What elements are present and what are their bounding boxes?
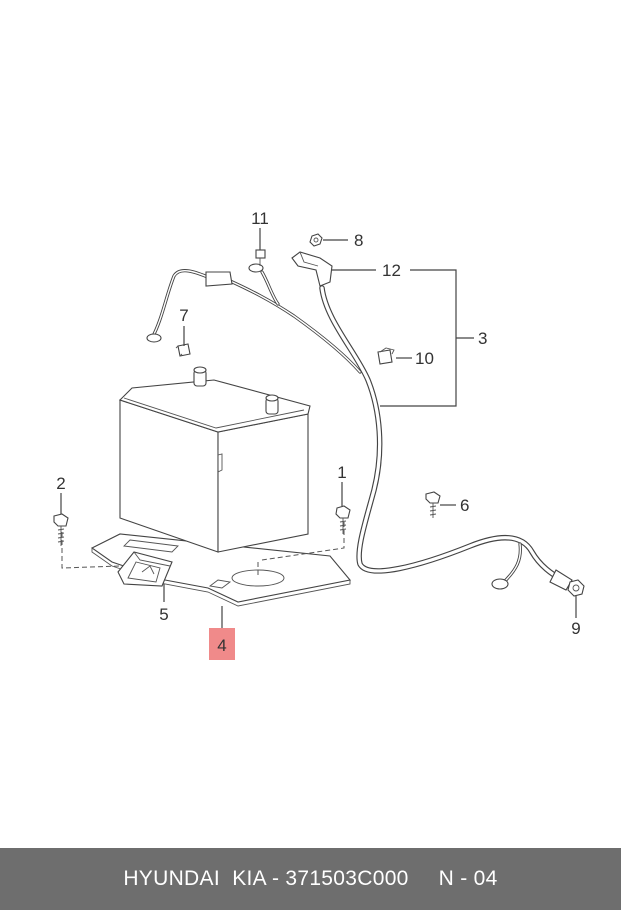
bolt-2-path <box>61 532 121 569</box>
bolt-2 <box>53 513 69 546</box>
nut-9 <box>567 579 585 597</box>
nut-8 <box>309 233 323 247</box>
battery-parts-diagram: 11 8 12 3 10 7 1 2 6 5 4 9 <box>53 209 585 660</box>
negative-cable-harness <box>146 263 362 374</box>
callout-4-highlight <box>209 628 235 660</box>
callout-8[interactable]: 8 <box>354 231 363 250</box>
bolt-7 <box>175 343 191 357</box>
positive-cable <box>319 285 573 591</box>
bolt-1 <box>335 505 351 534</box>
callout-7[interactable]: 7 <box>179 306 188 325</box>
bolt-1-path <box>261 522 345 561</box>
callout-10[interactable]: 10 <box>415 349 434 368</box>
bolt-6 <box>425 491 441 518</box>
callout-11[interactable]: 11 <box>251 209 269 228</box>
callout-12[interactable]: 12 <box>382 261 401 280</box>
battery <box>118 366 311 553</box>
callout-5[interactable]: 5 <box>159 605 168 624</box>
callout-6[interactable]: 6 <box>460 496 469 515</box>
callout-leaders <box>60 228 577 628</box>
callout-9[interactable]: 9 <box>571 619 580 638</box>
callout-2[interactable]: 2 <box>56 474 65 493</box>
callout-1[interactable]: 1 <box>337 463 346 482</box>
part-number-label: HYUNDAI KIA - 371503C000 <box>123 867 409 890</box>
callout-4[interactable]: 4 <box>217 636 226 655</box>
footer-bar: HYUNDAI KIA - 371503C000 N - 04 <box>0 848 621 910</box>
terminal-clamp <box>291 251 333 287</box>
callout-3[interactable]: 3 <box>478 329 487 348</box>
clip-10 <box>377 347 395 365</box>
battery-hold-bracket <box>117 551 173 587</box>
page-code-label: N - 04 <box>438 867 498 890</box>
